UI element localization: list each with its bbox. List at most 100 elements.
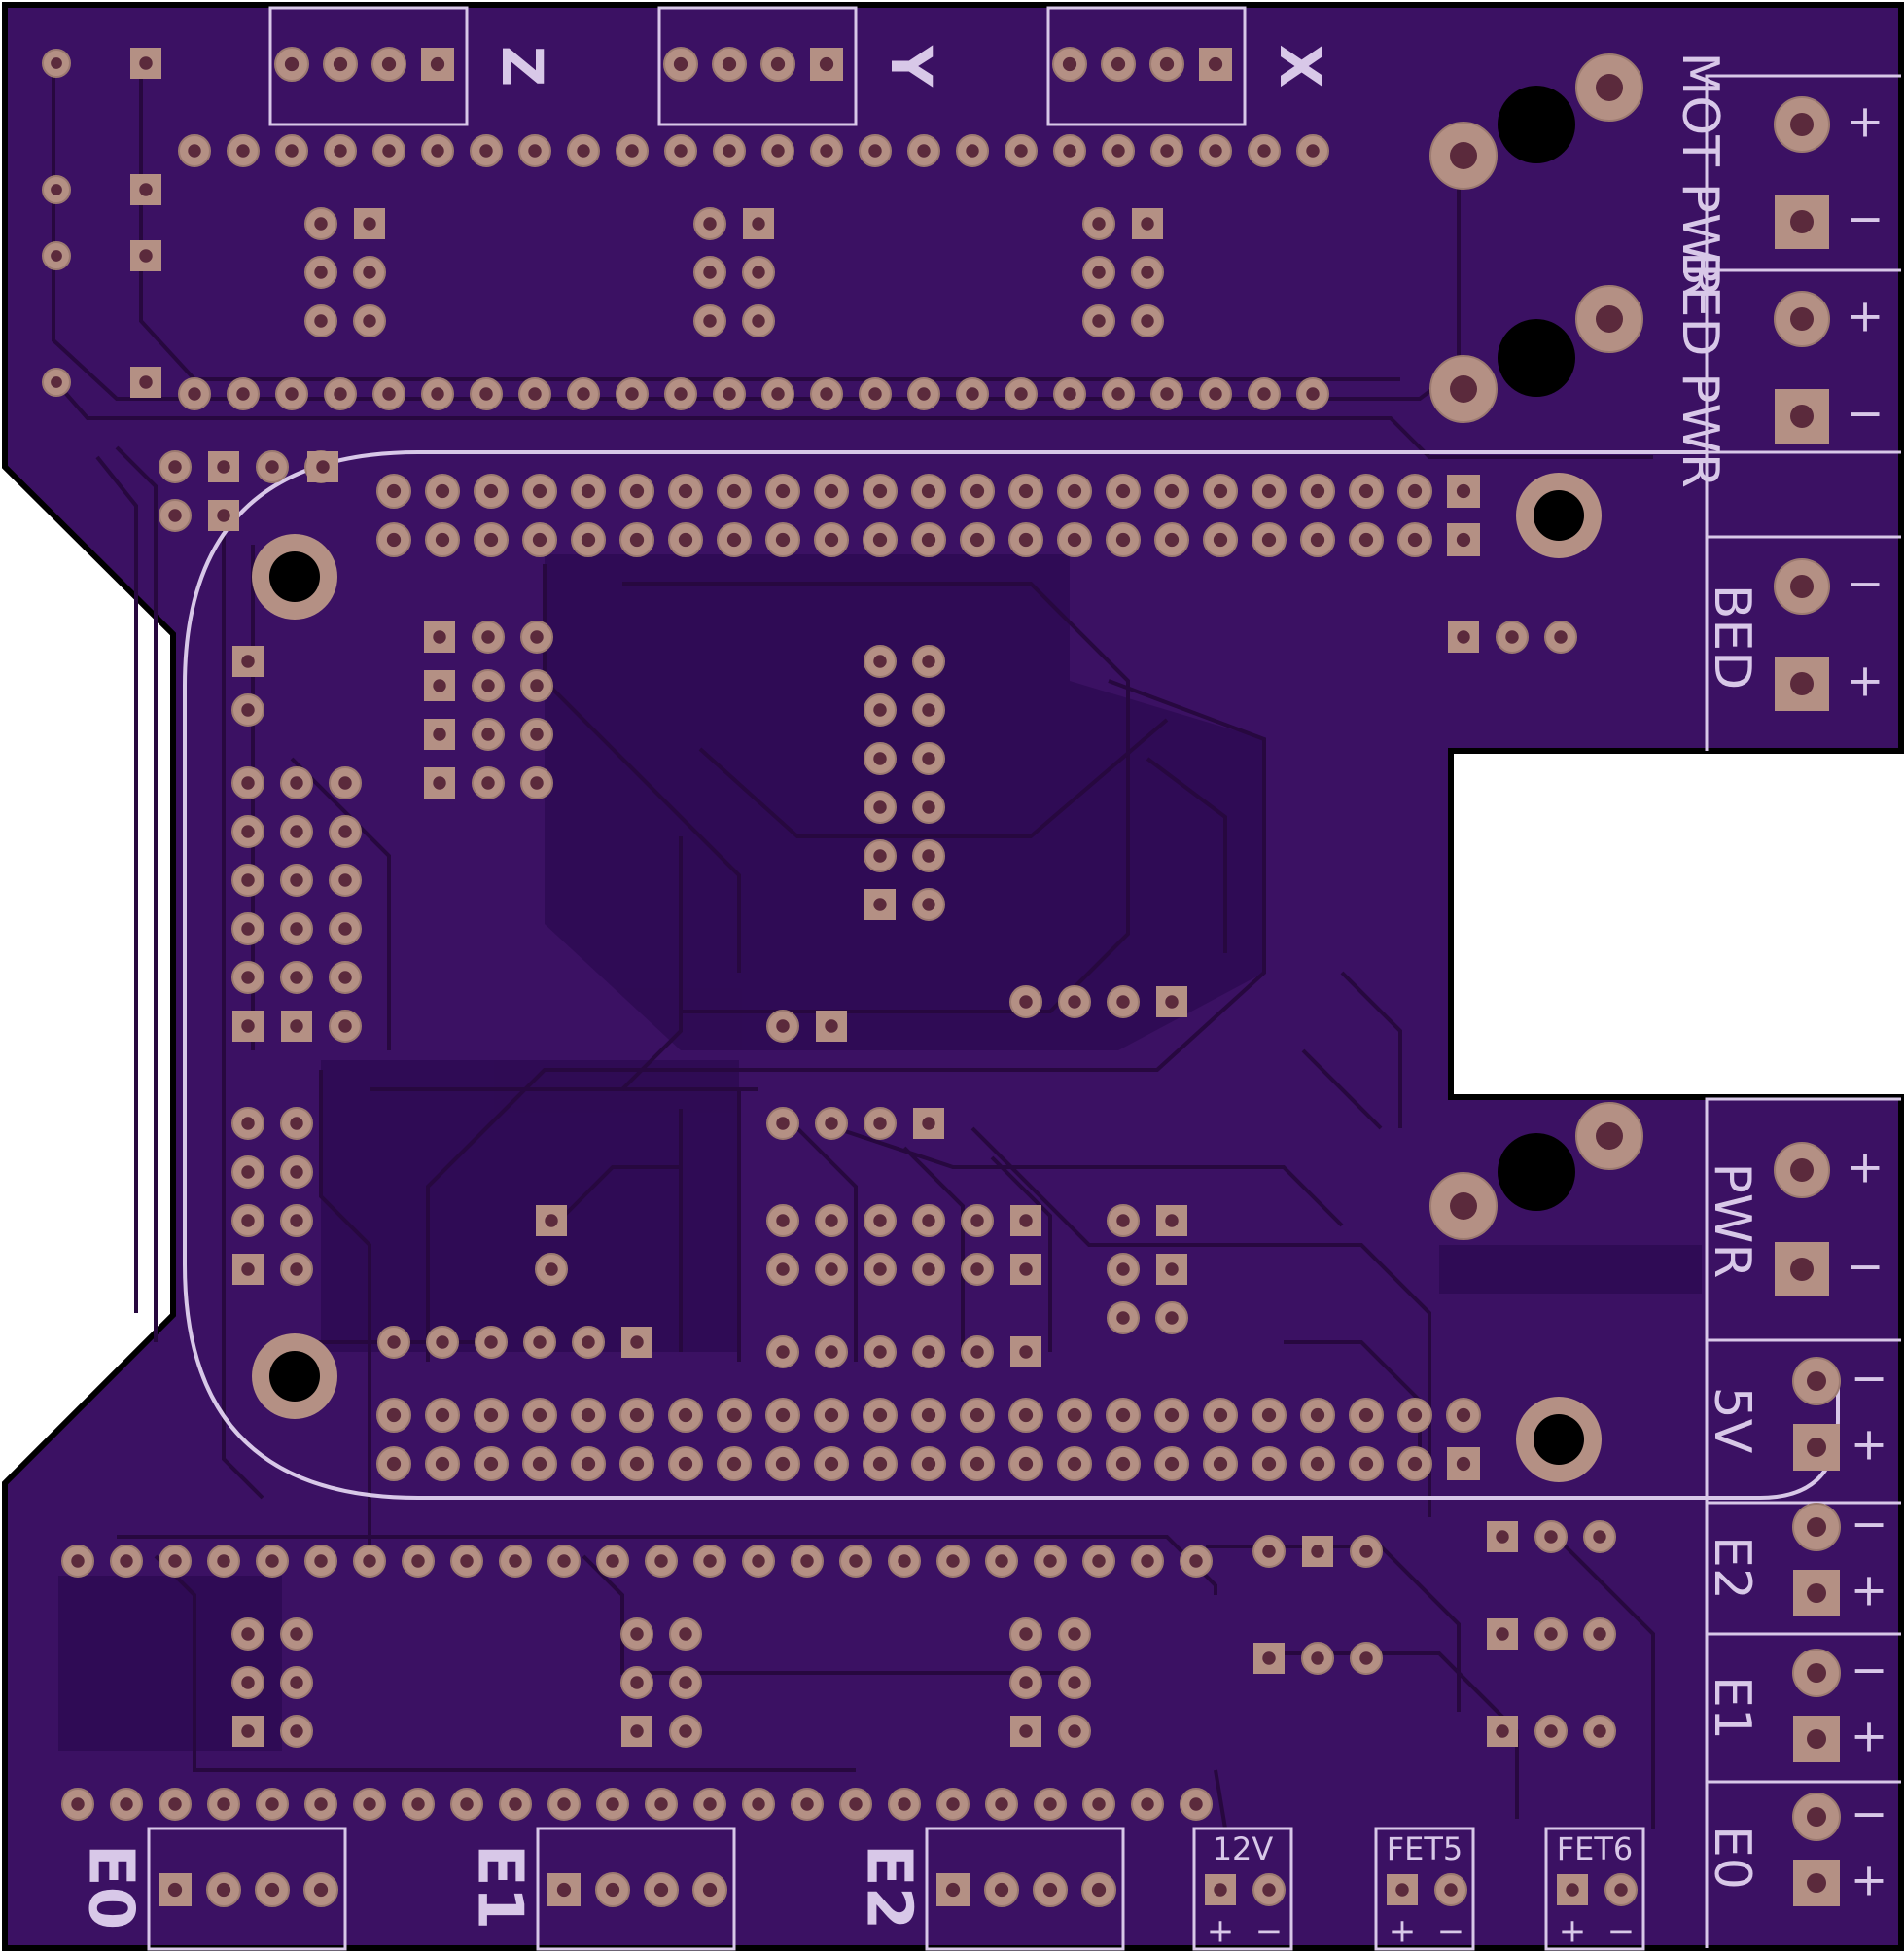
label-stepper-e1: E1 [463,1844,535,1930]
minus-mark: − [1847,1240,1885,1293]
drill-hole [241,1676,255,1689]
drill-hole [872,1456,888,1472]
mount-hole [1498,1133,1575,1211]
drill-hole [363,314,376,328]
drill-hole [1407,1456,1423,1472]
drill-hole [922,703,935,717]
drill-hole [917,387,931,401]
drill-hole [1019,1724,1033,1738]
drill-hole [776,1345,790,1359]
label-fet5: FET5 [1387,1830,1463,1867]
drill-hole [1189,1554,1203,1568]
drill-hole [120,1797,133,1811]
drill-hole [528,144,542,158]
trace [115,445,158,1342]
drill-hole [430,56,445,72]
label-heater-e2: E2 [1703,1536,1761,1600]
drill-hole [922,898,935,911]
trace [319,1070,371,1556]
drill-hole [290,1724,303,1738]
drill-hole [630,1724,644,1738]
drill-hole [241,971,255,984]
drill-hole [1067,532,1082,548]
drill-hole [1092,314,1106,328]
drill-hole [1310,483,1325,499]
drill-hole [168,1797,182,1811]
drill-hole [1043,1554,1057,1568]
drill-hole [386,483,402,499]
label-stepper-y: Y [878,45,944,88]
drill-hole [285,144,299,158]
drill-hole [1456,1407,1471,1423]
drill-hole [436,1335,449,1349]
trace [970,1126,1431,1517]
drill-hole [316,460,330,474]
drill-hole [290,1262,303,1276]
minus-mark: − [1847,387,1885,440]
drill-hole [1018,532,1034,548]
label-mot-pwr: MOT PWR [1671,53,1729,299]
drill-hole [776,1262,790,1276]
drill-hole [868,144,882,158]
drill-hole [479,144,493,158]
drill-hole [241,655,255,668]
drill-hole [606,1554,619,1568]
drill-hole [1164,1407,1180,1423]
drill-hole [1807,1517,1826,1537]
drill-hole [819,56,834,72]
drill-hole [483,483,499,499]
drill-hole [1213,483,1228,499]
drill-hole [1407,532,1423,548]
label-stepper-e2: E2 [852,1844,924,1930]
drill-hole [1018,483,1034,499]
drill-hole [581,1407,596,1423]
drill-hole [678,532,693,548]
drill-hole [922,1345,935,1359]
drill-hole [338,922,352,936]
drill-hole [922,849,935,863]
drill-hole [1068,1676,1081,1689]
label-heater-e0: E0 [1703,1826,1761,1890]
drill-hole [898,1554,911,1568]
drill-hole [483,532,499,548]
drill-hole [334,387,347,401]
drill-hole [363,217,376,231]
drill-hole [382,387,396,401]
drill-hole [1111,56,1126,72]
drill-hole [290,825,303,838]
drill-hole [1456,483,1471,499]
drill-hole [970,532,985,548]
drill-hole [431,387,444,401]
drill-hole [1062,56,1077,72]
silkscreen-labels: Z Y X MOT PWR BED PWR BED PWR 5V E2 E1 E… [74,45,1761,1930]
drill-hole [1018,1407,1034,1423]
drill-hole [679,1676,692,1689]
trace [1146,757,1227,953]
mount-hole [1498,319,1575,397]
drill-hole [528,387,542,401]
drill-hole [776,1019,790,1033]
drill-hole [726,1407,742,1423]
drill-hole [775,1456,791,1472]
drill-hole [284,56,300,72]
drill-hole [290,776,303,790]
drill-hole [873,1262,887,1276]
drill-hole [1115,1456,1131,1472]
drill-hole [264,1882,280,1898]
drill-hole [1310,1407,1325,1423]
plus-mark: + [1559,1912,1587,1951]
drill-hole [51,376,62,388]
drill-hole [726,532,742,548]
cape-outline-silkscreen [183,450,1840,1500]
drill-hole [1566,1883,1579,1897]
drill-hole [970,483,985,499]
drill-hole [577,144,590,158]
drill-hole [1596,1122,1623,1150]
drill-hole [139,56,153,70]
drill-hole [1019,1262,1033,1276]
drill-hole [1214,1883,1227,1897]
drill-hole [236,387,250,401]
drill-hole [752,314,765,328]
drill-hole [1141,266,1154,279]
